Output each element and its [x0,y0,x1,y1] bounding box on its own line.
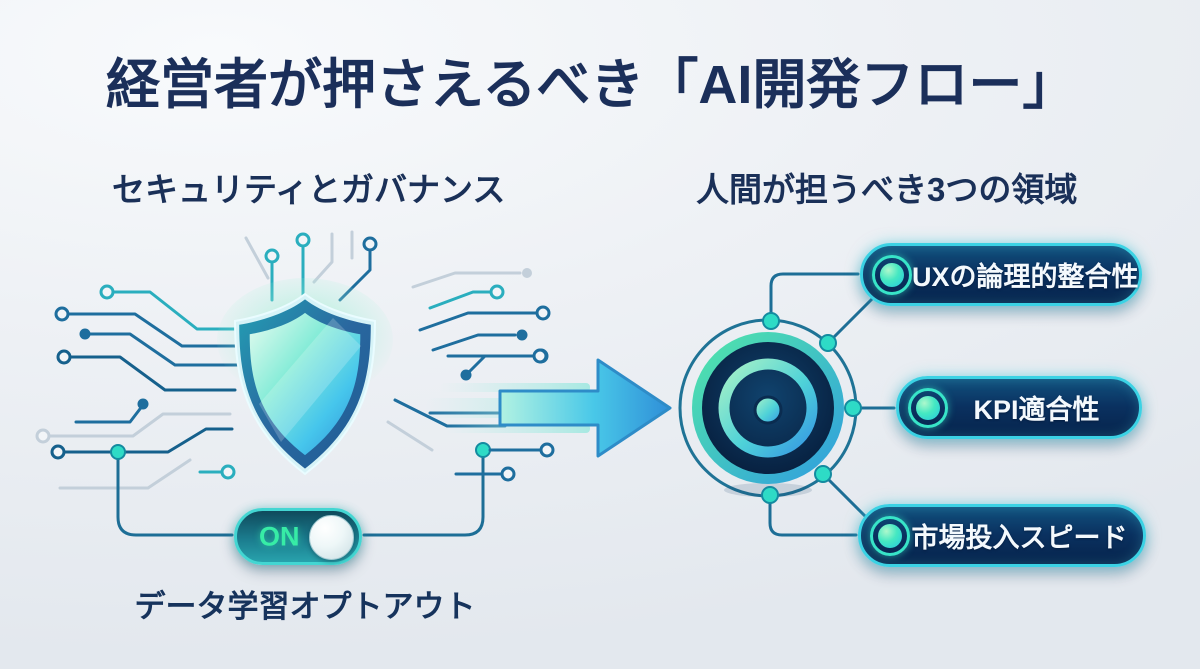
pill-label: 市場投入スピード [911,523,1128,553]
pill-bullet-icon [870,515,910,556]
flow-arrow-right-icon [425,348,672,458]
pill-label: UXの論理的整合性 [912,262,1139,292]
steering-wheel-icon [692,332,844,497]
area-pill-speed[interactable]: 市場投入スピード [858,504,1146,567]
data-opt-out-toggle[interactable]: ON [234,508,362,565]
steering-wheel-hub [678,272,896,537]
pill-label: KPI適合性 [973,395,1100,425]
security-governance-heading: セキュリティとガバナンス [112,171,506,208]
toggle-knob[interactable] [309,515,354,560]
page-title: 経営者が押さえるべき「AI開発フロー」 [106,55,1077,115]
pill-bullet-icon [872,254,912,295]
toggle-caption: データ学習オプトアウト [134,589,476,624]
toggle-on-label: ON [259,521,300,551]
human-areas-heading: 人間が担うべき3つの領域 [696,171,1078,208]
area-pill-ux[interactable]: UXの論理的整合性 [860,243,1142,306]
area-pill-kpi[interactable]: KPI適合性 [896,376,1142,439]
pill-bullet-icon [908,387,948,428]
security-shield-icon [217,278,393,476]
circuit-traces [35,230,555,537]
